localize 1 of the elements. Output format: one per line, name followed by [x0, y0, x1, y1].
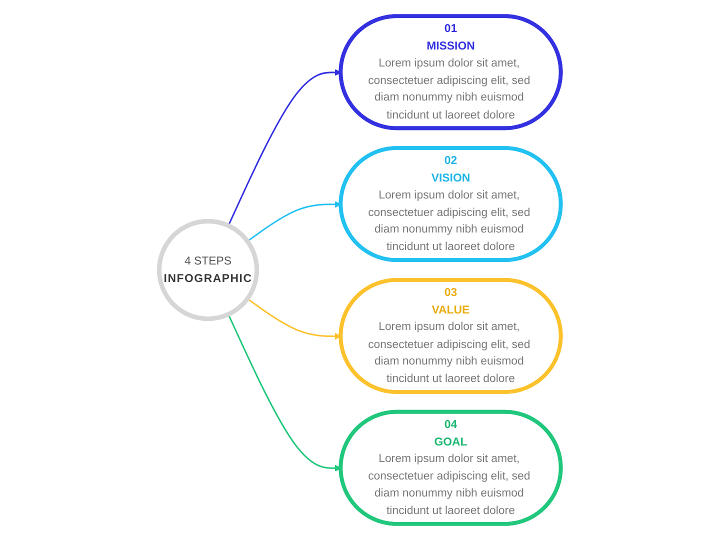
node-circle: 4 STEPS INFOGRAPHIC	[156, 218, 260, 322]
